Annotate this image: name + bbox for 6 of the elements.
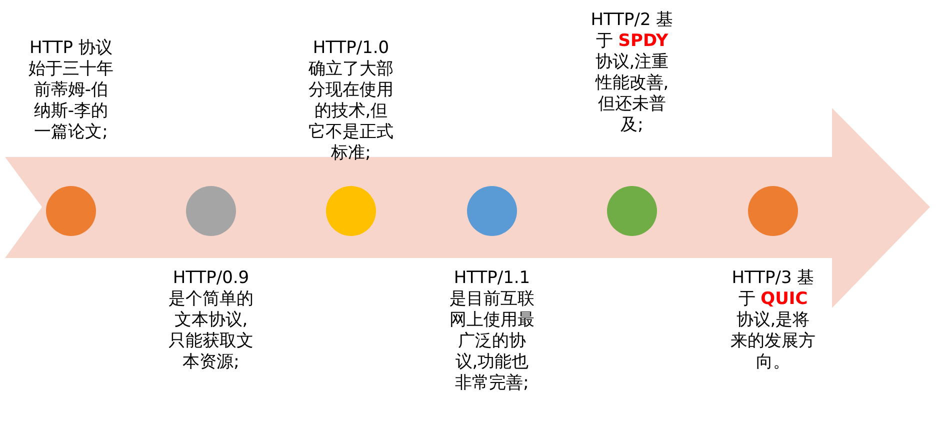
event-text: HTTP/1.0 确立了大部分现在使用的技术,但它不是正式标准; — [308, 38, 394, 164]
event-text: HTTP 协议始于三十年前蒂姆-伯纳斯-李的一篇论文; — [28, 38, 114, 143]
event-text: HTTP/0.9 是个简单的文本协议,只能获取文本资源; — [168, 268, 254, 373]
event-text: HTTP/1.1是目前互联网上使用最广泛的协议,功能也非常完善; — [448, 268, 536, 394]
event-text: HTTP/2 基于 SPDY 协议,注重性能改善,但还未普及; — [590, 10, 674, 136]
event-text: HTTP/3 基于 QUIC 协议,是将来的发展方向。 — [730, 268, 816, 373]
